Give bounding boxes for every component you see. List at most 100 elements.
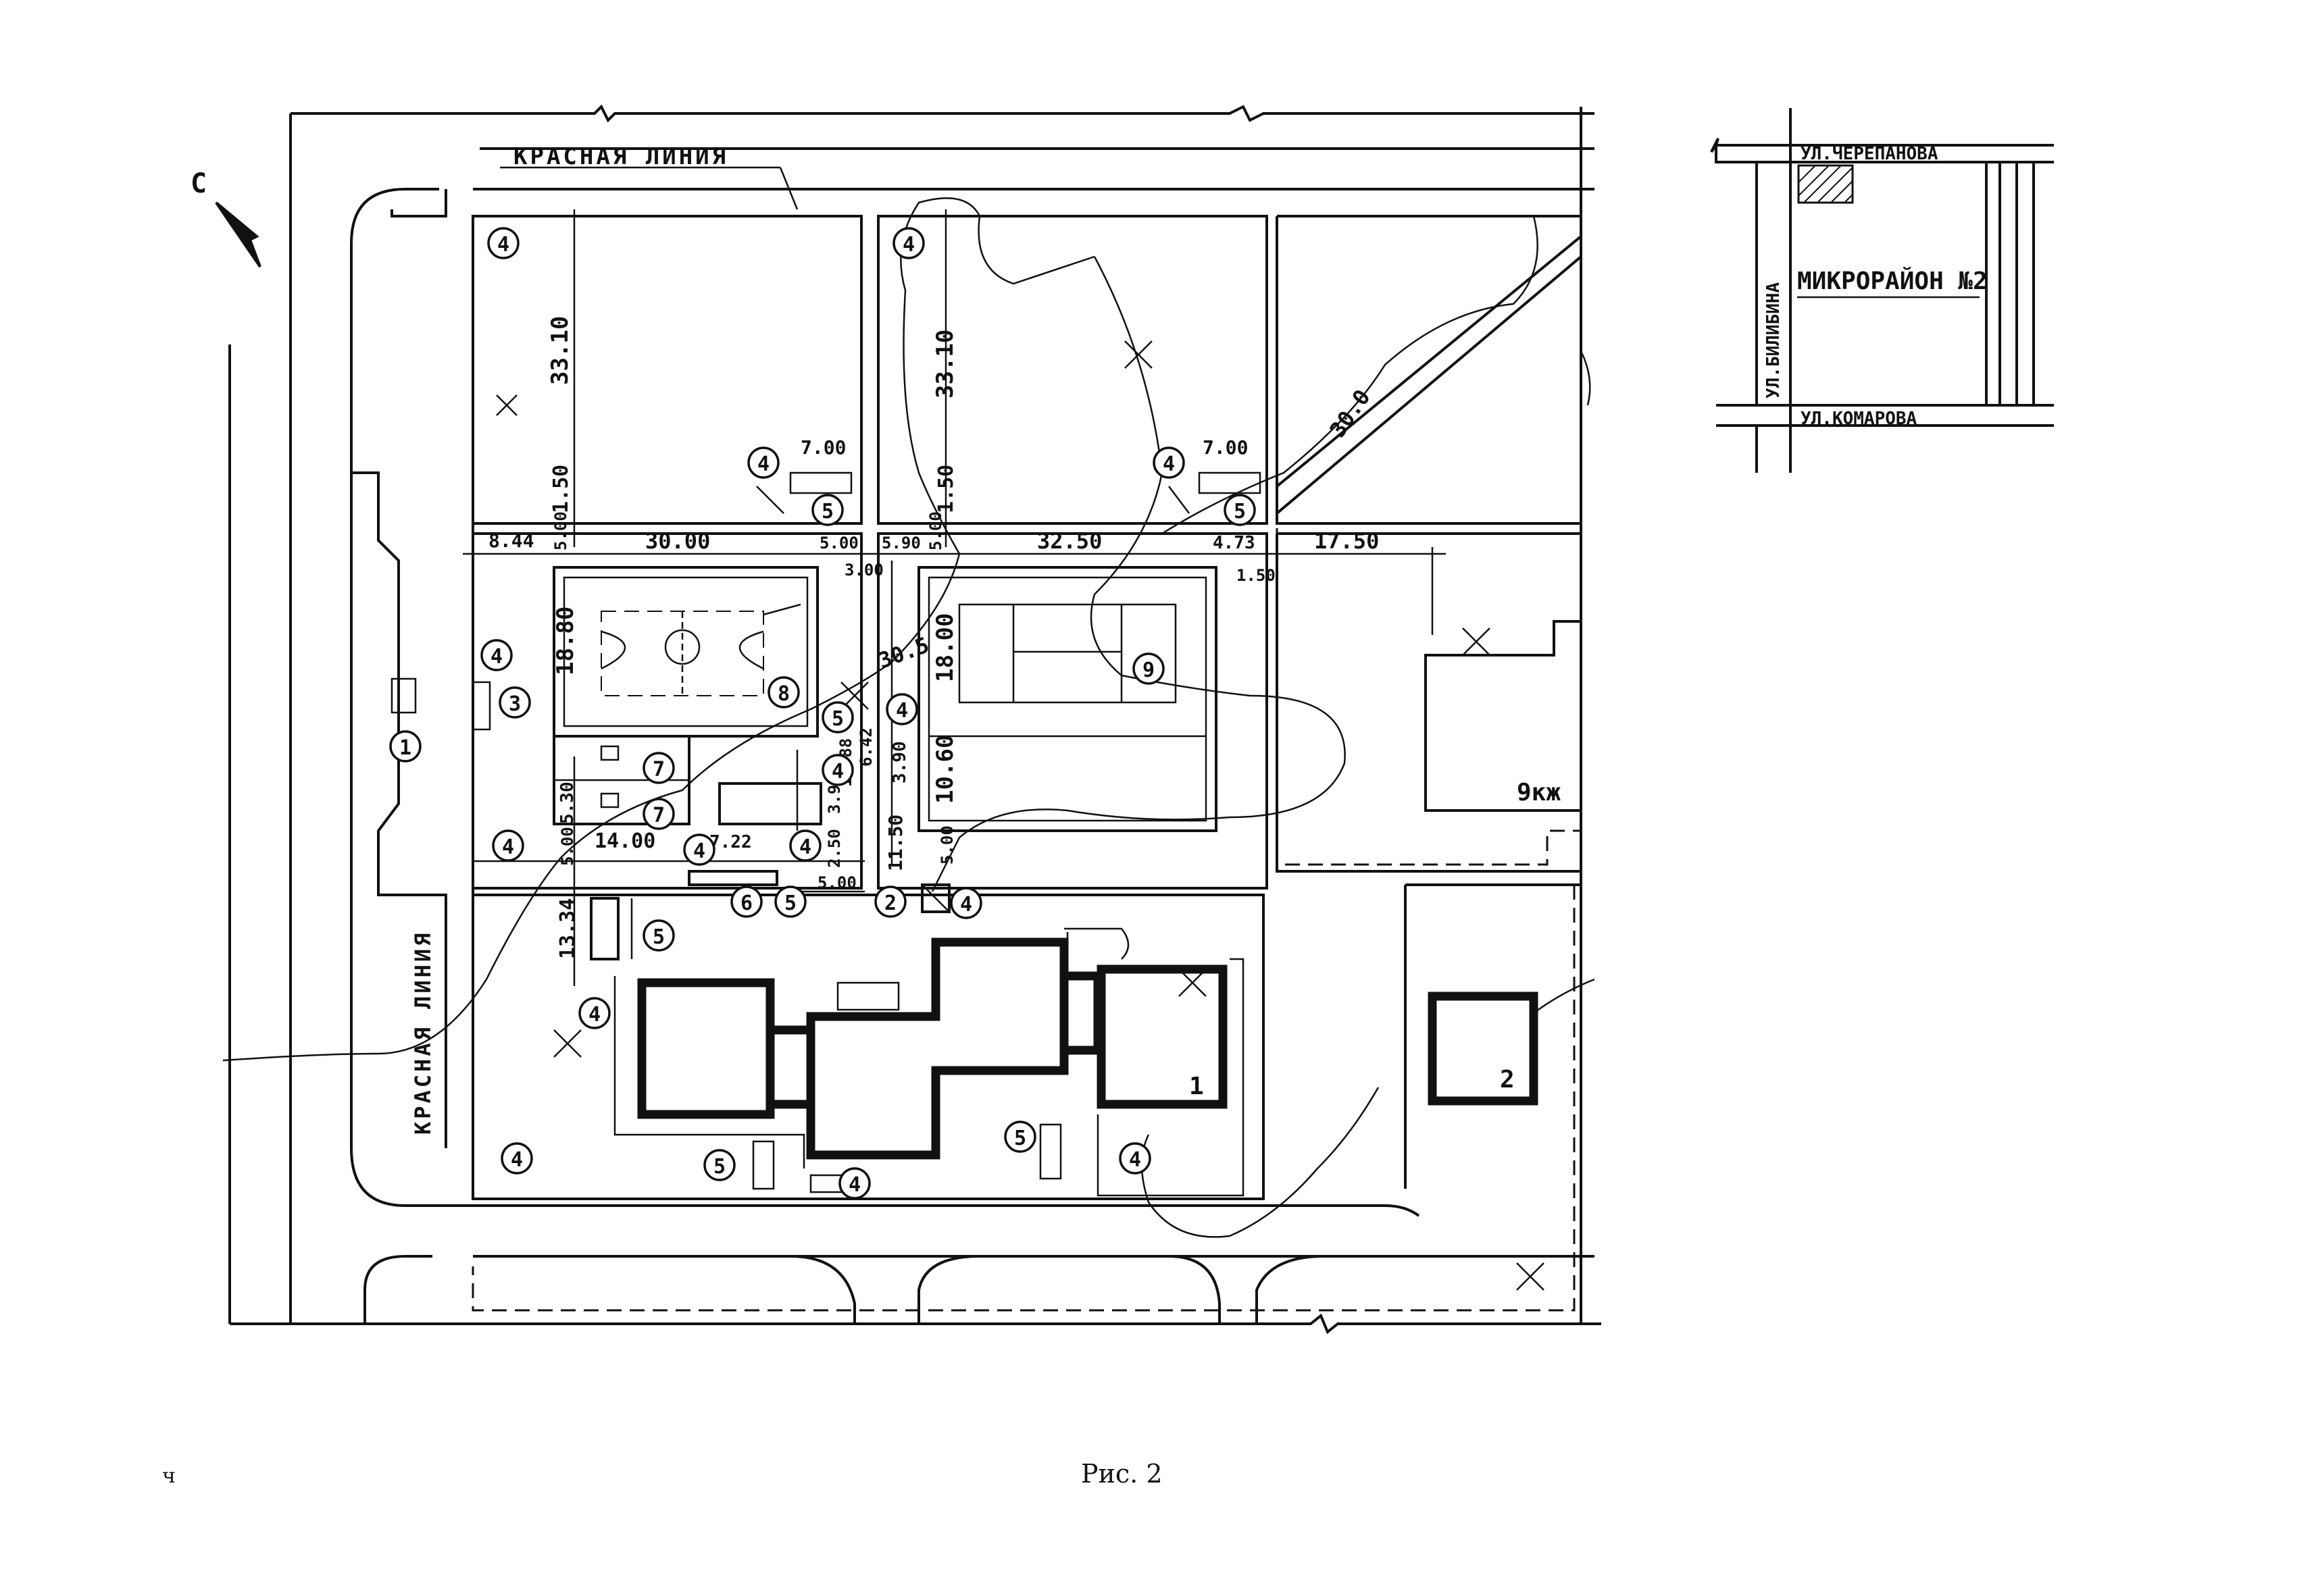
marker-4: 4 [838,1167,871,1200]
inset-district: МИКРОРАЙОН №2 [1797,267,1988,295]
marker-5: 5 [1224,494,1256,526]
marker-3: 3 [499,686,531,719]
svg-text:4: 4 [832,760,844,783]
dim-305: 30.5 [875,632,932,673]
dim-1880: 18.80 [552,607,579,675]
building-9-label: 9кж [1517,779,1561,806]
marker-5: 5 [811,494,844,526]
dim-150-a: 1.50 [549,465,573,513]
marker-5: 5 [703,1149,736,1181]
dim-1750: 17.50 [1314,528,1379,554]
dim-1060: 10.60 [932,735,959,804]
building-1-label: 1 [1189,1073,1204,1100]
red-line-left-label: КРАСНАЯ ЛИНИЯ [410,931,436,1135]
inset-street-bottom: УЛ.КОМАРОВА [1801,409,1917,429]
dim-473: 4.73 [1213,533,1255,553]
marker-4: 4 [1153,446,1185,479]
svg-text:4: 4 [1129,1148,1141,1172]
svg-text:4: 4 [903,233,915,257]
svg-text:4: 4 [502,835,514,859]
svg-text:4: 4 [497,233,509,257]
dim-700-b: 7.00 [1203,436,1248,459]
dim-3250: 32.50 [1037,528,1102,554]
svg-text:4: 4 [588,1003,601,1027]
svg-text:5: 5 [653,925,665,949]
numbered-markers: 1 2 3 4 4 4 4 4 4 4 4 4 4 4 4 4 4 4 5 5 … [389,227,1256,1200]
marker-4: 4 [886,693,918,725]
svg-text:4: 4 [799,835,811,859]
dim-844: 8.44 [488,530,534,552]
svg-text:4: 4 [960,893,972,917]
dim-500-b: 5.00 [820,534,859,552]
dim-3310-b: 33.10 [932,330,959,398]
figure-caption: Рис. 2 [1081,1459,1163,1489]
red-line-top-label: КРАСНАЯ ЛИНИЯ [513,143,728,170]
dim-500-c: 5.00 [926,511,945,550]
dim-500-f: 5.00 [938,825,957,865]
dim-700-a: 7.00 [801,436,846,459]
svg-text:7: 7 [653,758,665,781]
svg-text:4: 4 [757,453,770,476]
dim-150-b: 1.50 [934,465,958,513]
dim-500-e: 5.00 [818,873,857,892]
marker-6: 6 [730,885,763,918]
svg-text:4: 4 [896,699,908,723]
tennis-court [917,566,1217,832]
dim-3000: 30.00 [645,528,710,554]
marker-7: 7 [643,798,675,830]
dim-150-c: 1.50 [1236,566,1276,585]
dim-1150: 11.50 [884,815,907,871]
dim-590: 5.90 [882,534,921,552]
marker-4: 4 [822,754,854,786]
svg-text:4: 4 [849,1173,861,1197]
dim-642: 6.42 [857,727,876,767]
svg-text:5: 5 [784,892,797,915]
dashed-boundaries [472,230,1581,1312]
svg-text:7: 7 [653,804,665,827]
basketball-court [553,566,819,738]
dim-390: 3.90 [890,741,910,783]
marker-4: 4 [501,1142,533,1175]
svg-text:5: 5 [822,500,834,523]
svg-text:5: 5 [713,1155,726,1179]
marker-9: 9 [1132,652,1165,685]
marker-2: 2 [874,885,907,918]
svg-text:4: 4 [693,840,705,863]
street-lines [228,104,1601,1335]
dim-1400: 14.00 [595,829,655,853]
marker-4: 4 [892,227,925,259]
inset-map: УЛ.ЧЕРЕПАНОВА УЛ.КОМАРОВА УЛ.БИЛИБИНА МИ… [1710,108,2054,473]
svg-text:5: 5 [1234,500,1246,523]
dim-3310-a: 33.10 [547,316,574,385]
svg-text:9: 9 [1142,659,1155,682]
buildings [613,620,1582,1197]
marker-4: 4 [487,227,520,259]
inset-street-left: УЛ.БИЛИБИНА [1763,282,1784,398]
svg-text:4: 4 [491,645,503,669]
marker-4: 4 [950,887,982,919]
dim-300b: 30.0 [1324,385,1375,442]
marker-7: 7 [643,752,675,784]
marker-4: 4 [578,997,611,1029]
dim-530: 5.30 [557,781,578,824]
marker-4: 4 [480,639,513,671]
dimension-lines [463,209,1446,986]
page-mark: ч [162,1464,176,1488]
marker-4: 4 [683,833,715,866]
marker-4: 4 [747,446,780,479]
svg-text:2: 2 [884,892,897,915]
svg-text:5: 5 [1014,1127,1026,1150]
building-2-label: 2 [1500,1066,1515,1093]
marker-1: 1 [389,730,422,763]
marker-5: 5 [774,885,807,918]
marker-8: 8 [768,676,800,709]
svg-text:3: 3 [509,692,521,716]
contour-lines [222,197,1595,1238]
svg-text:4: 4 [511,1148,523,1172]
svg-text:1: 1 [399,736,411,760]
dimension-labels: 33.10 33.10 1.50 1.50 7.00 7.00 8.44 5.0… [488,316,1379,959]
dim-300: 3.00 [845,561,884,580]
marker-4: 4 [789,829,822,862]
marker-4: 4 [1119,1142,1151,1175]
